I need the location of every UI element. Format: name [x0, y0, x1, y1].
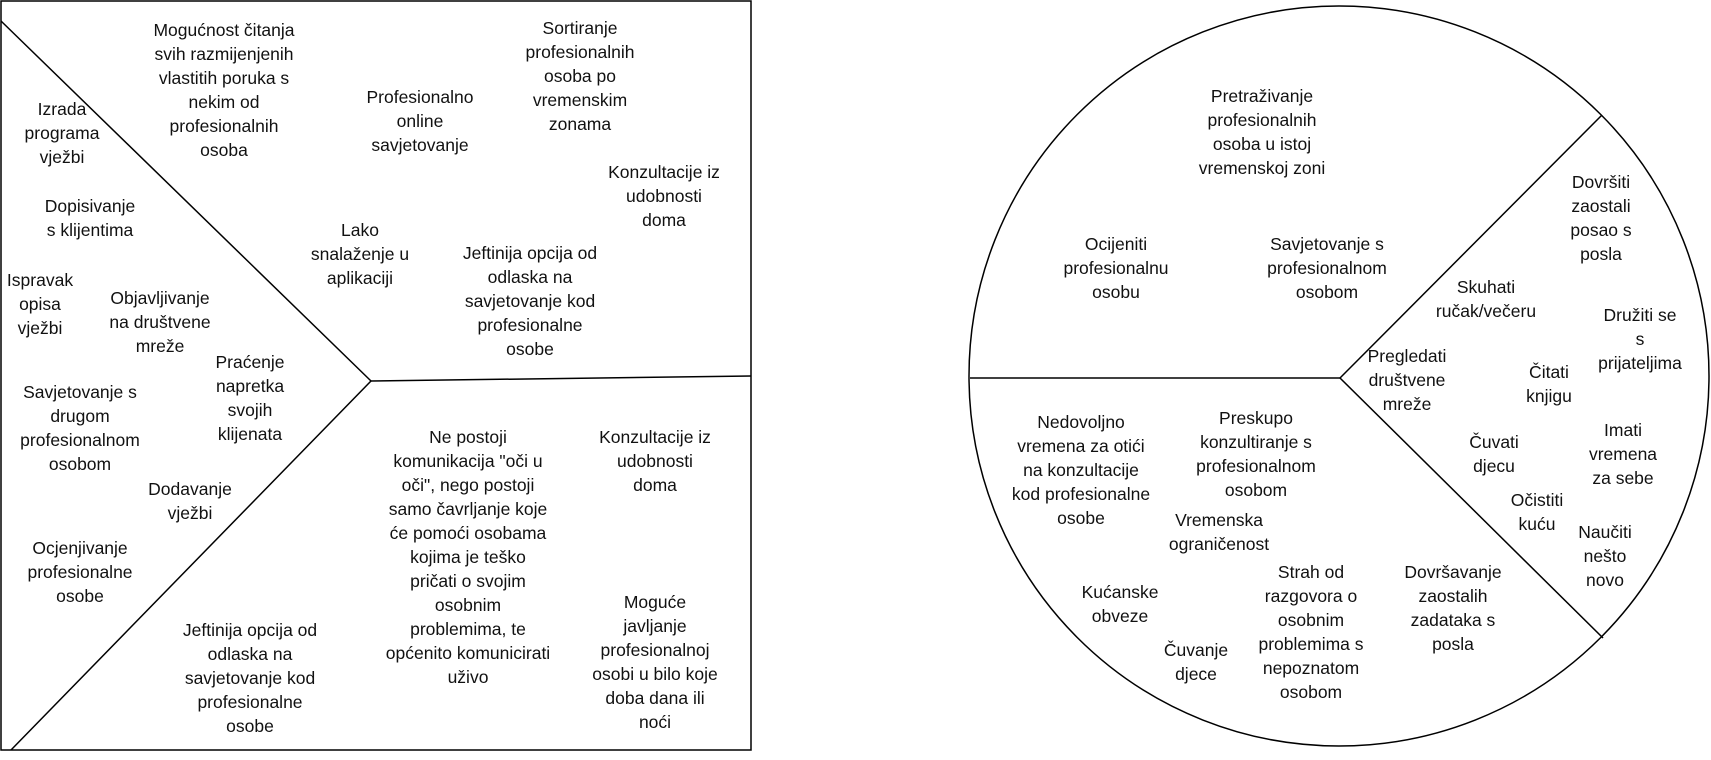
value-map-label: Moguće javljanje profesionalnoj osobi u … — [592, 592, 718, 732]
value-map-divider-horizontal — [370, 375, 752, 382]
value-map-label: Dodavanje vježbi — [148, 479, 232, 523]
value-map-label: Praćenje napretka svojih klijenata — [215, 352, 285, 444]
customer-profile-label: Družiti se s prijateljima — [1598, 305, 1682, 373]
value-map-label: Ocjenjivanje profesionalne osobe — [27, 538, 133, 606]
value-map-label: Profesionalno online savjetovanje — [366, 87, 474, 155]
customer-profile-label: Savjetovanje s profesionalnom osobom — [1267, 234, 1387, 302]
value-map-divider-diagonal-bottom — [10, 380, 372, 751]
value-map-label: Savjetovanje s drugom profesionalnom oso… — [20, 382, 140, 474]
customer-profile-label: Pretraživanje profesionalnih osoba u ist… — [1198, 86, 1326, 178]
value-map-divider-diagonal-top — [0, 20, 372, 382]
customer-profile-label: Naučiti nešto novo — [1578, 522, 1632, 590]
customer-profile-label: Dovršavanje zaostalih zadataka s posla — [1404, 562, 1502, 654]
value-map-label: Konzultacije iz udobnosti doma — [608, 162, 720, 230]
value-map-label: Lako snalaženje u aplikaciji — [310, 220, 410, 288]
customer-profile-label: Ocijeniti profesionalnu osobu — [1063, 234, 1169, 302]
customer-profile-label: Vremenska ograničenost — [1168, 510, 1270, 554]
customer-profile-label: Očistiti kuću — [1510, 490, 1564, 534]
value-map-label: Ne postoji komunikacija "oči u oči", neg… — [385, 427, 551, 687]
customer-profile-label: Čuvati djecu — [1469, 432, 1519, 476]
value-map-label: Dopisivanje s klijentima — [44, 196, 136, 240]
value-map-label: Mogućnost čitanja svih razmijenjenih vla… — [153, 20, 295, 160]
value-map-label: Jeftinija opcija od odlaska na savjetova… — [182, 620, 318, 736]
value-map-square — [0, 0, 752, 751]
value-map-label: Ispravak opisa vježbi — [6, 270, 74, 338]
customer-profile-label: Čitati knjigu — [1526, 362, 1572, 406]
customer-profile-label: Pregledati društvene mreže — [1367, 346, 1447, 414]
customer-profile-label: Dovršiti zaostali posao s posla — [1570, 172, 1632, 264]
value-map-label: Objavljivanje na društvene mreže — [109, 288, 211, 356]
customer-profile-divider-upper-right — [1339, 114, 1603, 379]
customer-profile-label: Nedovoljno vremena za otići na konzultac… — [1011, 412, 1151, 528]
value-map-label: Sortiranje profesionalnih osoba po vreme… — [525, 18, 635, 134]
customer-profile-label: Strah od razgovora o osobnim problemima … — [1258, 562, 1364, 702]
customer-profile-label: Preskupo konzultiranje s profesionalnom … — [1196, 408, 1316, 500]
customer-profile-label: Skuhati ručak/večeru — [1435, 277, 1537, 321]
customer-profile-circle — [968, 5, 1710, 747]
customer-profile-label: Imati vremena za sebe — [1588, 420, 1658, 488]
customer-profile-label: Čuvanje djece — [1163, 640, 1229, 684]
value-map-label: Izrada programa vježbi — [24, 99, 100, 167]
value-map-label: Konzultacije iz udobnosti doma — [599, 427, 711, 495]
customer-profile-divider-lower-right — [1339, 377, 1604, 639]
customer-profile-label: Kućanske obveze — [1081, 582, 1159, 626]
value-map-label: Jeftinija opcija od odlaska na savjetova… — [462, 243, 598, 359]
